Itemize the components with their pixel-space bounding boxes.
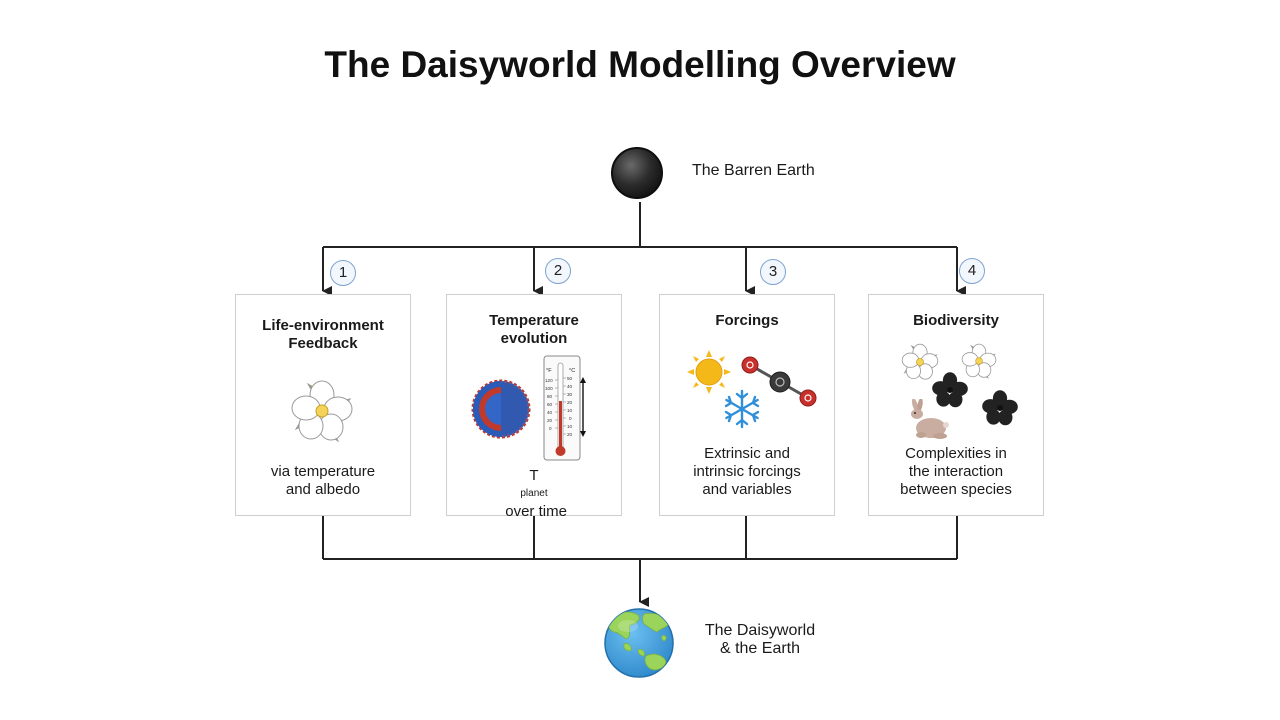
card-description: via temperature and albedo [270,463,376,498]
thermometer-icon: °F °C 120 100 80 60 40 20 0 50 40 30 20 … [543,355,586,461]
f-tick: 120 [545,378,553,383]
celsius-unit: °C [569,368,575,374]
black-daisy-icon [982,390,1018,426]
card-title: Temperature evolution [489,312,579,347]
card-biodiversity: Biodiversity [868,294,1044,516]
barren-earth-label: The Barren Earth [692,162,815,179]
fahrenheit-unit: °F [546,368,552,374]
c-tick: 40 [567,384,573,389]
c-tick: 30 [567,392,573,397]
f-tick: 60 [547,402,553,407]
card-life-environment-feedback: Life-environment Feedback via temperatur… [235,294,411,516]
f-tick: 0 [549,426,552,431]
card-title: Life-environment Feedback [262,317,384,352]
white-daisy-icon [291,380,353,443]
diagram-title: The Daisyworld Modelling Overview [324,44,956,85]
step-badge-1: 1 [330,260,356,286]
sun-icon [687,350,731,394]
f-tick: 20 [547,418,553,423]
f-tick: 40 [547,410,553,415]
earth-globe-icon [604,608,674,678]
f-tick: 80 [547,394,553,399]
step-badge-4: 4 [959,258,985,284]
black-daisy-icon [932,372,968,408]
c-tick: 10 [567,408,573,413]
card-description: Complexities in the interaction between … [900,445,1012,498]
c-tick: 0 [569,416,572,421]
step-badge-2: 2 [545,258,571,284]
dark-planet-icon [611,147,663,199]
c-tick: 50 [567,376,573,381]
white-daisy-icon [961,343,997,379]
daisyworld-earth-label: The Daisyworld & the Earth [704,622,816,657]
card-title: Forcings [715,312,779,329]
step-badge-3: 3 [760,259,786,285]
f-tick: 100 [545,386,553,391]
c-tick: 20 [567,432,573,437]
co2-molecule-icon [741,356,817,407]
white-daisy-icon [901,343,939,380]
c-tick: 20 [567,400,573,405]
c-tick: 10 [567,424,573,429]
snowflake-icon [724,389,760,429]
rabbit-icon [911,399,949,439]
card-title: Biodiversity [913,312,999,329]
card-temperature-evolution: Temperature evolution °F °C 120 100 80 6… [446,294,622,520]
card-description: Extrinsic and intrinsic forcings and var… [693,445,801,498]
card-forcings: Forcings Extrinsic and intrinsic [659,294,835,516]
planet-cross-section-icon [471,379,531,439]
